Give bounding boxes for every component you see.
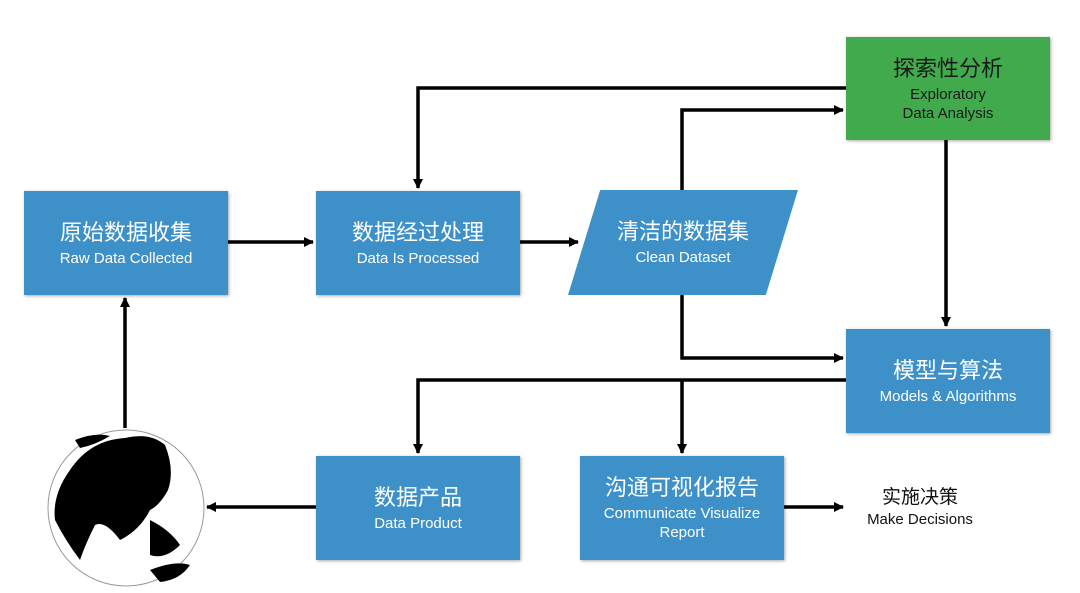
node-clean-dataset: 清洁的数据集 Clean Dataset (568, 190, 798, 295)
node-label-en: Clean Dataset (635, 249, 731, 266)
node-label-en: Data Product (374, 514, 462, 532)
node-label-en: Raw Data Collected (59, 249, 193, 267)
node-data-processed: 数据经过处理 Data Is Processed (316, 191, 520, 295)
node-label-en: Make Decisions (867, 511, 973, 528)
arrow-eda-to-processed (413, 86, 846, 189)
node-communicate-report: 沟通可视化报告 Communicate Visualize Report (580, 456, 784, 560)
arrow-models-to-product (413, 378, 846, 454)
node-label-zh: 原始数据收集 (59, 220, 192, 246)
node-label-en-line1: Exploratory (910, 85, 986, 103)
parallelogram-shape (568, 190, 798, 295)
node-label-zh: 数据经过处理 (351, 220, 484, 246)
node-label-en: Models & Algorithms (879, 387, 1017, 405)
node-label-zh: 清洁的数据集 (616, 220, 749, 245)
node-raw-data-collected: 原始数据收集 Raw Data Collected (24, 191, 228, 295)
node-label-en-line1: Communicate Visualize (603, 505, 761, 522)
node-label-en-line2: Data Analysis (902, 104, 994, 122)
node-label-zh: 探索性分析 (892, 56, 1003, 82)
node-models-algorithms: 模型与算法 Models & Algorithms (846, 329, 1050, 433)
node-label-zh: 实施决策 (881, 486, 958, 508)
node-label-en: Data Is Processed (356, 249, 480, 267)
node-exploratory-analysis: 探索性分析 Exploratory Data Analysis (846, 37, 1050, 140)
arrow-clean-to-eda (680, 105, 844, 190)
node-label-zh: 模型与算法 (892, 358, 1003, 384)
arrow-clean-to-models (680, 295, 844, 363)
node-make-decisions: 实施决策 Make Decisions (840, 484, 1000, 530)
globe-icon (47, 429, 205, 587)
node-label-zh: 沟通可视化报告 (604, 476, 759, 501)
node-data-product: 数据产品 Data Product (316, 456, 520, 560)
node-label-zh: 数据产品 (373, 485, 462, 511)
node-label-en-line2: Report (659, 524, 705, 541)
